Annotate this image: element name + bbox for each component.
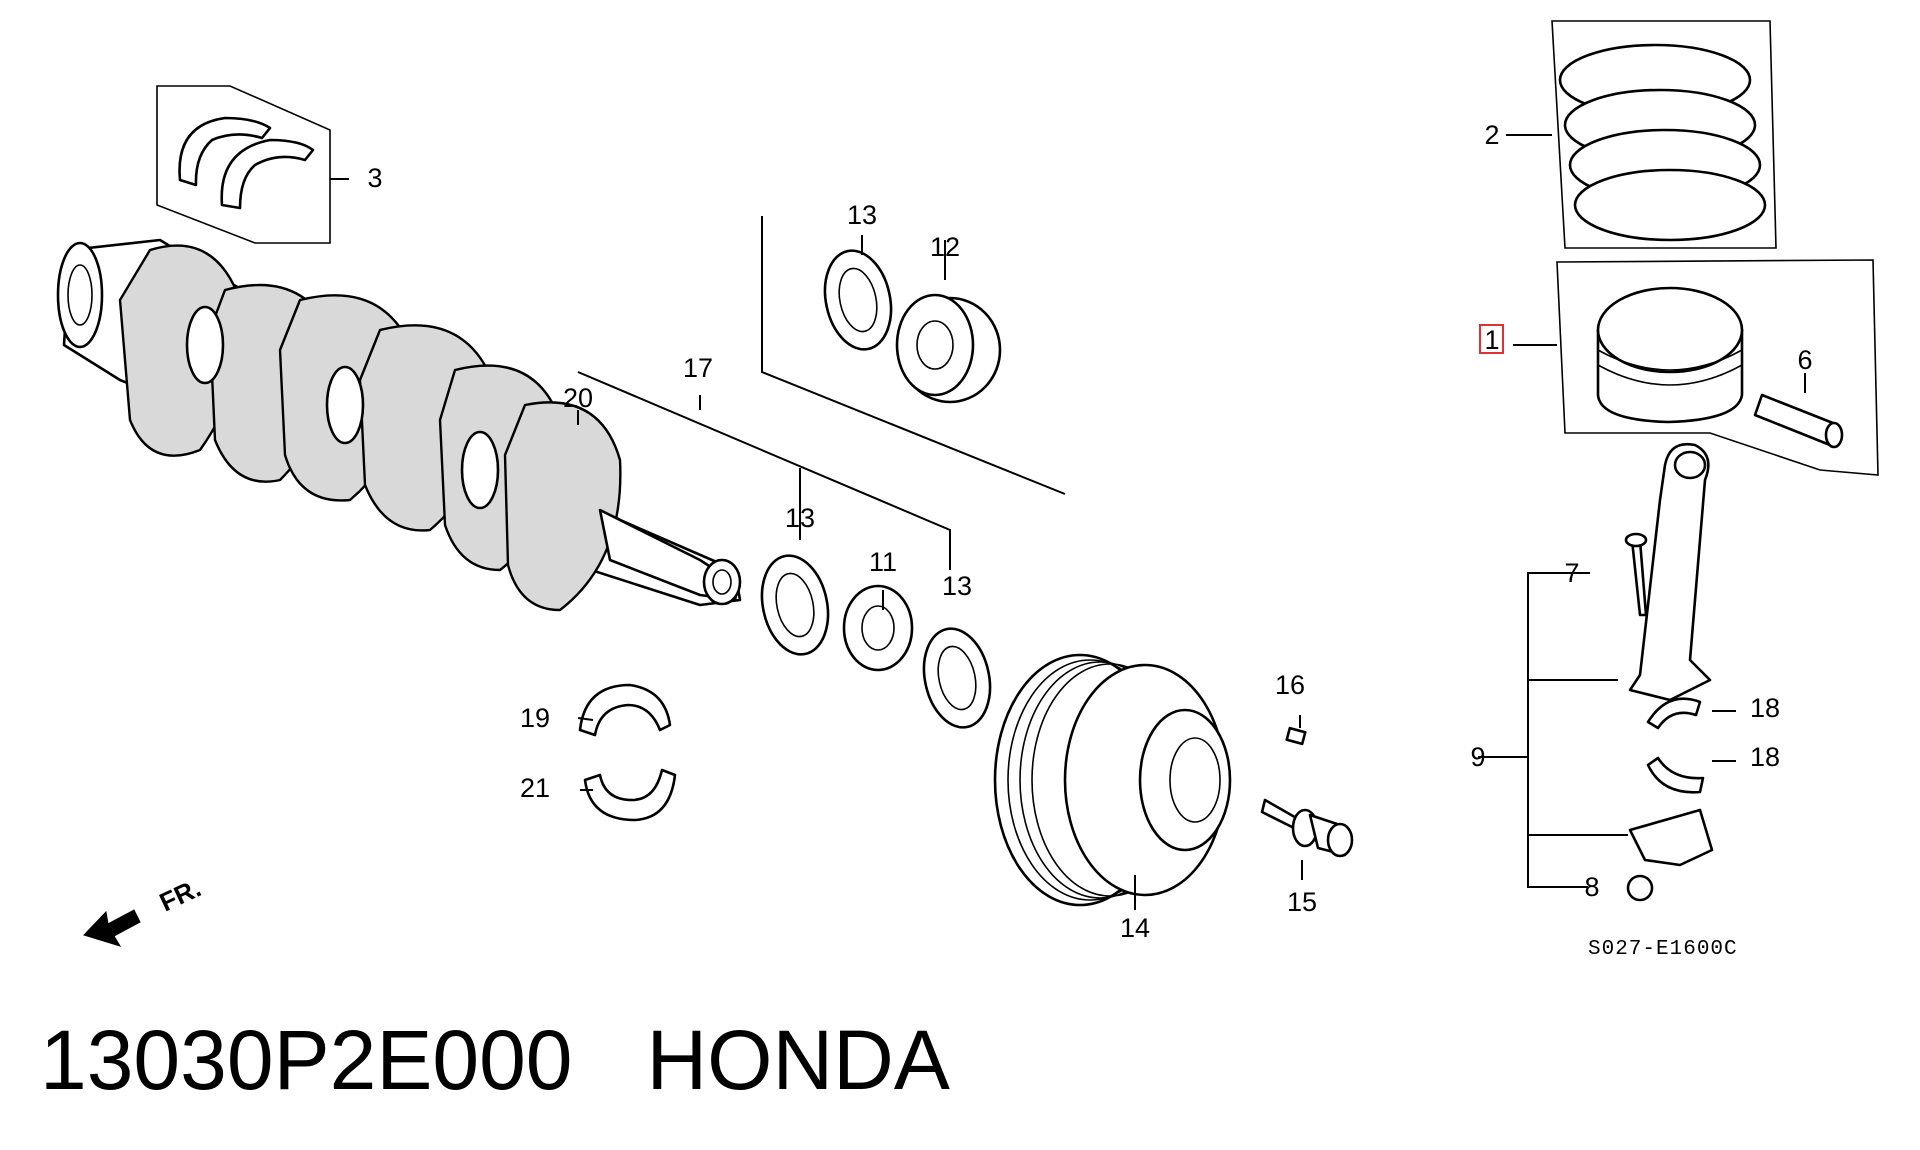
callout-14[interactable]: 14 — [1120, 913, 1150, 943]
thrust-washer-set — [156, 85, 331, 244]
callout-13-upper[interactable]: 13 — [847, 200, 877, 230]
callout-18-lower[interactable]: 18 — [1750, 742, 1780, 772]
callout-1[interactable]: 1 — [1484, 325, 1499, 355]
callout-21[interactable]: 21 — [520, 773, 550, 803]
callout-7[interactable]: 7 — [1564, 558, 1579, 588]
front-direction-arrow: FR. — [83, 873, 206, 947]
main-bearings — [578, 683, 677, 822]
callout-labels: 1 2 3 6 7 8 9 11 12 13 13 13 14 15 16 17… — [367, 120, 1812, 943]
direction-label: FR. — [155, 873, 206, 918]
woodruff-key — [1285, 726, 1307, 746]
callout-18-upper[interactable]: 18 — [1750, 693, 1780, 723]
callout-13-lower-right[interactable]: 13 — [942, 571, 972, 601]
diagram-code: S027-E1600C — [1588, 938, 1738, 961]
callout-15[interactable]: 15 — [1287, 887, 1317, 917]
timing-gear-group — [577, 216, 1066, 729]
pulley-bolt — [1260, 798, 1354, 858]
crankshaft — [56, 238, 742, 612]
part-number: 13030P2E000 — [40, 1013, 573, 1107]
piston-assembly-box — [1556, 259, 1879, 476]
highlight-box — [1479, 324, 1504, 354]
leader-lines — [330, 134, 1806, 910]
connecting-rod — [1624, 442, 1714, 902]
callout-16[interactable]: 16 — [1275, 670, 1305, 700]
callout-13-lower-left[interactable]: 13 — [785, 503, 815, 533]
piston-ring-set — [1551, 20, 1777, 249]
callout-19[interactable]: 19 — [520, 703, 550, 733]
callout-3[interactable]: 3 — [367, 163, 382, 193]
group-bracket-9 — [1527, 572, 1628, 888]
callout-6[interactable]: 6 — [1797, 345, 1812, 375]
crank-pulley — [993, 653, 1232, 907]
callout-2[interactable]: 2 — [1484, 120, 1499, 150]
brand-name: HONDA — [646, 1013, 950, 1107]
callout-20[interactable]: 20 — [563, 383, 593, 413]
callout-8[interactable]: 8 — [1584, 872, 1599, 902]
callout-11[interactable]: 11 — [869, 547, 897, 577]
callout-12[interactable]: 12 — [930, 232, 960, 262]
callout-9[interactable]: 9 — [1470, 742, 1485, 772]
callout-17[interactable]: 17 — [683, 353, 713, 383]
